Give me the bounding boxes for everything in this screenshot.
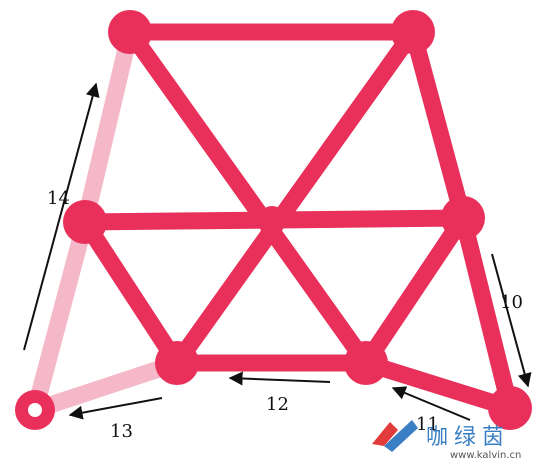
edge-diagonal-top-right-to-bottom-left[interactable] xyxy=(168,23,422,372)
node-bottom-right[interactable] xyxy=(344,341,388,385)
watermark-logo-icon xyxy=(372,420,418,452)
edge-right-upper[interactable] xyxy=(404,23,472,227)
edge-bottom-right-spur[interactable] xyxy=(357,354,519,417)
undrawn-edges xyxy=(26,23,186,419)
step-label-10: 10 xyxy=(500,292,523,313)
arrow-step-14 xyxy=(23,82,100,351)
edge-undrawn-left-upper[interactable] xyxy=(76,23,139,231)
watermark-url: www.kalvin.cn xyxy=(450,450,521,461)
edge-undrawn-left-lower[interactable] xyxy=(26,213,94,419)
start-node[interactable] xyxy=(15,390,55,430)
arrow-step-10 xyxy=(491,253,532,388)
nodes xyxy=(15,10,532,430)
node-far-bottom-right[interactable] xyxy=(488,386,532,430)
arrow-step-11 xyxy=(391,386,471,421)
node-top-left[interactable] xyxy=(108,10,152,54)
arrow-step-13 xyxy=(68,397,163,420)
step-label-12: 12 xyxy=(266,394,289,415)
edge-undrawn-bottom-left[interactable] xyxy=(26,354,186,419)
step-arrows xyxy=(23,82,532,421)
edge-diagonal-top-left-to-bottom-right[interactable] xyxy=(121,23,375,372)
node-bottom-left[interactable] xyxy=(155,341,199,385)
node-top-right[interactable] xyxy=(391,10,435,54)
watermark: 咖绿茵 www.kalvin.cn xyxy=(372,420,521,461)
step-label-14: 14 xyxy=(47,188,70,209)
start-node-center xyxy=(28,403,42,417)
node-mid-right[interactable] xyxy=(441,196,485,240)
node-center[interactable] xyxy=(258,206,286,234)
node-mid-left[interactable] xyxy=(63,200,107,244)
step-label-11: 11 xyxy=(416,414,439,435)
edge-mid-right-to-bottom-right[interactable] xyxy=(357,209,472,372)
step-labels: 10 11 12 13 14 xyxy=(47,188,523,442)
arrow-step-12 xyxy=(228,371,331,386)
edge-mid-left-to-bottom-left[interactable] xyxy=(76,213,186,372)
step-label-13: 13 xyxy=(110,421,133,442)
edge-right-lower[interactable] xyxy=(454,209,519,417)
watermark-text: 咖绿茵 xyxy=(426,425,510,450)
